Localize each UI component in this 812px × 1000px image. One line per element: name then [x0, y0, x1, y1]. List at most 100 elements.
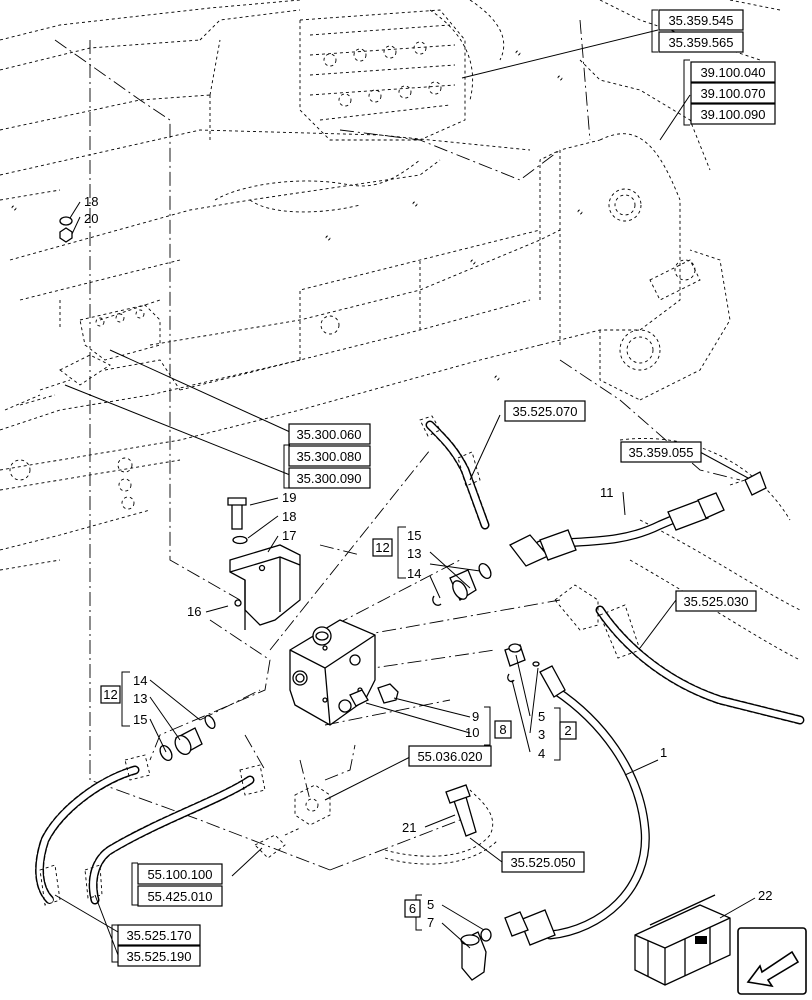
reference-box-35300060[interactable]: 35.300.060: [288, 423, 371, 445]
fittings-group-6: [460, 928, 492, 981]
o-ring-15b: [159, 744, 173, 762]
svg-text:55.425.010: 55.425.010: [147, 889, 212, 904]
hose-11: [509, 471, 767, 567]
svg-text:39.100.090: 39.100.090: [700, 107, 765, 122]
reference-box-39100090[interactable]: 39.100.090: [690, 103, 776, 125]
svg-text:35.300.090: 35.300.090: [296, 471, 361, 486]
reference-box-39100070[interactable]: 39.100.070: [690, 82, 776, 104]
nut-and-washer: [59, 216, 73, 243]
washer-18: [232, 535, 248, 545]
svg-text:35.525.070: 35.525.070: [512, 404, 577, 419]
callout-13a: 13: [407, 546, 421, 561]
hose-35525030: [554, 584, 805, 725]
callout-22: 22: [758, 888, 772, 903]
reference-box-55425010[interactable]: 55.425.010: [137, 885, 223, 907]
hose-35525050: [384, 789, 499, 865]
svg-text:55.036.020: 55.036.020: [417, 749, 482, 764]
reference-box-35300080[interactable]: 35.300.080: [288, 445, 371, 467]
reference-box-39100040[interactable]: 39.100.040: [690, 61, 776, 83]
group-box-6[interactable]: 6: [404, 899, 421, 918]
assembly-centre-lines: [54, 19, 741, 871]
reference-box-55036020[interactable]: 55.036.020: [408, 745, 492, 767]
callout-16: 16: [187, 604, 201, 619]
o-ring-14: [432, 595, 442, 606]
reference-box-35525070[interactable]: 35.525.070: [504, 400, 586, 422]
svg-text:35.525.170: 35.525.170: [126, 928, 191, 943]
group-box-12-upper[interactable]: 12: [372, 538, 393, 557]
hose-1: [504, 665, 650, 946]
callout-15a: 15: [407, 528, 421, 543]
reference-box-35525050[interactable]: 35.525.050: [501, 851, 585, 873]
reference-box-35525170[interactable]: 35.525.170: [117, 924, 201, 946]
reference-box-35525030[interactable]: 35.525.030: [675, 590, 757, 612]
svg-text:35.300.080: 35.300.080: [296, 449, 361, 464]
callout-17: 17: [282, 528, 296, 543]
hydraulic-valve-block: [289, 619, 399, 726]
diverter-valve-left: [19, 304, 161, 406]
callout-5a: 5: [538, 709, 545, 724]
callout-19: 19: [282, 490, 296, 505]
group-box-12-lower[interactable]: 12: [100, 685, 121, 704]
svg-text:35.300.060: 35.300.060: [296, 427, 361, 442]
callout-1: 1: [660, 745, 667, 760]
mounting-bracket: [227, 497, 301, 630]
svg-text:39.100.040: 39.100.040: [700, 65, 765, 80]
group-box-2[interactable]: 2: [559, 721, 577, 740]
svg-text:35.525.190: 35.525.190: [126, 949, 191, 964]
callout-11: 11: [600, 485, 614, 500]
callout-numbers: 18 20 19 18 17 16 11 15 13 14 14 13 15 9…: [84, 194, 772, 930]
callout-14a: 14: [407, 566, 421, 581]
svg-text:35.525.050: 35.525.050: [510, 855, 575, 870]
bolt-21: [445, 784, 477, 837]
svg-text:35.359.545: 35.359.545: [668, 13, 733, 28]
callout-13b: 13: [133, 691, 147, 706]
callout-18b: 18: [282, 509, 296, 524]
callout-5b: 5: [427, 897, 434, 912]
callout-3: 3: [538, 727, 545, 742]
svg-text:12: 12: [103, 687, 117, 702]
o-ring-5b: [480, 928, 492, 942]
bolt-19: [231, 502, 243, 530]
machine-frame-outline: [0, 0, 801, 661]
callout-7: 7: [427, 915, 434, 930]
callout-15b: 15: [133, 712, 147, 727]
svg-text:55.100.100: 55.100.100: [147, 867, 212, 882]
reference-box-35359055[interactable]: 35.359.055: [620, 441, 702, 463]
callout-21: 21: [402, 820, 416, 835]
svg-text:8: 8: [499, 722, 506, 737]
washer-18a: [59, 216, 73, 226]
svg-text:35.525.030: 35.525.030: [683, 594, 748, 609]
callout-20: 20: [84, 211, 98, 226]
svg-text:12: 12: [375, 540, 389, 555]
callout-14b: 14: [133, 673, 147, 688]
kit-crate: [634, 894, 731, 986]
fitting-group-upper: [432, 562, 492, 606]
svg-text:6: 6: [409, 901, 416, 916]
fittings-group-2: [504, 643, 540, 683]
reference-box-35359565[interactable]: 35.359.565: [658, 31, 744, 53]
reference-box-35300090[interactable]: 35.300.090: [288, 467, 371, 489]
leader-lines: [54, 29, 756, 956]
connector-55100100: [254, 827, 301, 859]
reference-box-55100100[interactable]: 55.100.100: [137, 863, 223, 885]
callout-18a: 18: [84, 194, 98, 209]
callout-10: 10: [465, 725, 479, 740]
hoses-lower-left: [35, 754, 266, 906]
nut-20: [59, 227, 73, 243]
sensor-55036020: [294, 784, 331, 826]
arrow-left-down-icon[interactable]: [737, 927, 807, 995]
svg-text:2: 2: [564, 723, 571, 738]
reference-box-35359545[interactable]: 35.359.545: [658, 9, 744, 31]
reference-box-35525190[interactable]: 35.525.190: [117, 945, 201, 967]
main-control-valve: [299, 9, 466, 141]
svg-text:35.359.055: 35.359.055: [628, 445, 693, 460]
hose-35525070: [419, 415, 490, 530]
svg-text:35.359.565: 35.359.565: [668, 35, 733, 50]
callout-4: 4: [538, 746, 545, 761]
callout-9: 9: [472, 709, 479, 724]
group-box-8[interactable]: 8: [494, 720, 512, 739]
o-ring-15: [478, 562, 492, 580]
fitting-group-lower: [159, 714, 216, 762]
o-ring-14b: [204, 714, 216, 730]
